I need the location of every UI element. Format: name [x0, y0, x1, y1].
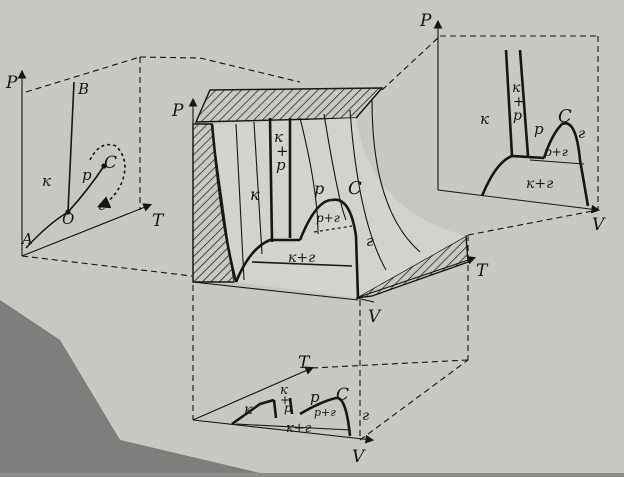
- pv-axis-v: [437, 189, 601, 214]
- pv-dome: [542, 121, 590, 207]
- tv-melt-right: [288, 397, 294, 415]
- tv-frame-top: [311, 359, 469, 369]
- proj-pt-to-surface: [21, 255, 193, 277]
- surface-label-solid: к: [250, 185, 260, 204]
- pt-diagram: P T A B O C к р г: [5, 56, 165, 257]
- projection-lines: [21, 35, 599, 440]
- surface-isotherm-6: [371, 99, 421, 253]
- surface-label-c: C: [348, 178, 362, 199]
- pv-melting-left: [504, 49, 514, 157]
- proj-surface-to-pv-top: [381, 35, 441, 91]
- surface-top-face: [194, 87, 384, 123]
- pt-label-a: A: [20, 230, 33, 248]
- pt-sublimation-curve: [25, 211, 69, 249]
- surface-triple-line: [234, 238, 300, 283]
- pv-label-sl-2: +: [513, 94, 525, 110]
- surface-label-lg: р+г: [316, 211, 340, 225]
- pv-sg-line: [529, 159, 585, 165]
- surface-isotherm-2: [253, 121, 263, 255]
- tv-solid-edge: [231, 398, 275, 426]
- surface-isotherm-4: [323, 113, 347, 221]
- surface-axis-t: [355, 255, 477, 299]
- surface-fill: [212, 118, 466, 298]
- pv-diagram: P V C к к + р р р+г г к+г: [419, 11, 606, 235]
- surface-label-t: T: [476, 261, 489, 281]
- pt-melting-curve: [67, 81, 75, 213]
- surface-label-liquid: р: [314, 179, 324, 198]
- pt-label-solid: к: [42, 172, 51, 190]
- tv-axis-v: [192, 419, 375, 444]
- pt-label-t: T: [152, 211, 165, 231]
- pv-label-v: V: [592, 215, 606, 235]
- tv-label-v: V: [352, 447, 366, 467]
- tv-axis-t: [192, 366, 315, 421]
- tv-label-c: C: [336, 385, 349, 405]
- pv-label-liquid: р: [534, 120, 544, 138]
- tv-label-sl-2: +: [280, 393, 290, 407]
- tv-label-solid: к: [244, 402, 253, 418]
- surface-solid-gas-top: [251, 261, 353, 267]
- tv-label-t: T: [298, 353, 311, 373]
- tv-diagram: T V C к к + р р р+г г к+г: [192, 353, 469, 467]
- surface-dome-dotted: [313, 225, 353, 233]
- tv-label-gas: г: [362, 408, 369, 424]
- pv-melting-right: [518, 49, 530, 157]
- surface-label-gas: г: [366, 232, 374, 250]
- tv-label-lg: р+г: [314, 406, 336, 419]
- surface-label-sl-3: р: [276, 156, 286, 174]
- proj-surface-to-pv-bottom: [467, 209, 599, 236]
- surface-isotherm-1: [235, 123, 245, 281]
- tv-dome: [299, 396, 352, 437]
- proj-pt-top: [139, 56, 201, 59]
- pt-label-p: P: [5, 73, 18, 93]
- pt-vaporization-curve: [67, 165, 105, 213]
- surface-label-v: V: [368, 307, 382, 327]
- pvt-surface: P T V C к к + р р р+г г к+г: [171, 87, 489, 327]
- pv-triple-line: [480, 154, 545, 197]
- pv-label-p: P: [419, 11, 432, 31]
- surface-label-p: P: [171, 101, 184, 121]
- tv-label-sl-1: к: [280, 383, 288, 398]
- surface-isotherm-3: [299, 117, 319, 235]
- pt-triple-point: [65, 209, 71, 215]
- surface-dome: [298, 198, 360, 299]
- pt-label-o: O: [62, 210, 74, 228]
- paper-shadow: [0, 300, 260, 473]
- surface-melting-left: [268, 117, 274, 243]
- pt-label-c: C: [104, 153, 117, 173]
- tv-melt-left: [272, 399, 278, 419]
- surface-isotherm-5: [349, 109, 387, 271]
- pt-critical-point: [101, 163, 107, 169]
- surface-label-sg: к+г: [288, 250, 315, 266]
- pv-label-gas: г: [578, 126, 585, 142]
- pt-label-b: B: [77, 80, 89, 98]
- pv-label-lg: р+г: [544, 145, 568, 159]
- pt-label-liquid: р: [82, 166, 92, 184]
- surface-solid-boundary: [210, 123, 238, 283]
- tv-label-liquid: р: [310, 388, 320, 406]
- tv-label-sg: к+г: [286, 421, 312, 436]
- surface-axis-v: [355, 297, 375, 303]
- surface-label-sl-1: к: [274, 128, 283, 146]
- pv-label-sl-1: к: [512, 80, 521, 96]
- pv-label-c: C: [558, 106, 572, 127]
- tv-sg-line: [235, 423, 351, 431]
- proj-pt-top-2: [199, 57, 301, 83]
- surface-base-front: [192, 281, 359, 301]
- pv-label-solid: к: [480, 110, 489, 128]
- pt-axis-t: [21, 203, 153, 257]
- pv-label-sg: к+г: [526, 176, 553, 192]
- pt-label-gas: г: [98, 198, 105, 214]
- tv-label-sl-3: р: [284, 401, 292, 415]
- surface-label-sl-2: +: [276, 142, 289, 160]
- pv-label-sl-3: р: [513, 108, 522, 124]
- tv-frame-right: [359, 359, 469, 441]
